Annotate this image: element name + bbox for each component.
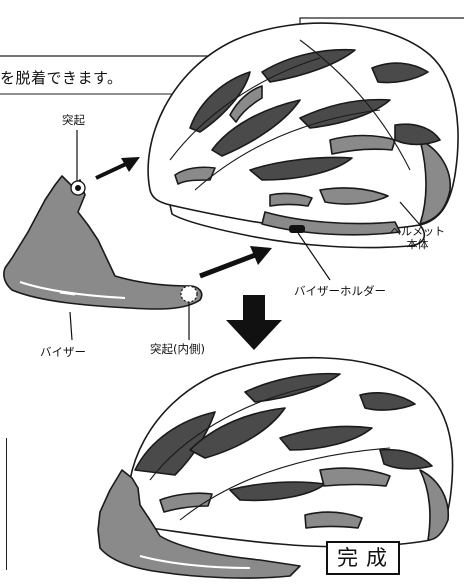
instruction-text: を脱着できます。 [0, 69, 123, 87]
leader-visor [69, 311, 73, 341]
visor-illustration [3, 175, 203, 310]
side-frame [0, 438, 7, 570]
protrusion-inner-marker [180, 285, 198, 303]
helmet-top-illustration [147, 22, 459, 249]
label-protrusion-inner: 突起(内側) [150, 342, 205, 356]
visor-holder-clip [289, 225, 305, 233]
label-protrusion: 突起 [62, 113, 85, 127]
helmet-complete-illustration [97, 356, 454, 579]
label-visor-holder: バイザーホルダー [294, 284, 386, 298]
insert-arrow-upper [95, 157, 140, 180]
complete-badge: 完成 [326, 541, 400, 575]
step-down-arrow [226, 295, 282, 350]
leader-visor-holder [297, 232, 331, 281]
label-visor: バイザー [40, 345, 86, 359]
insert-arrow-lower [199, 246, 272, 279]
label-helmet-body: ヘルメット 本体 [390, 225, 445, 251]
leader-helmet-body [399, 201, 421, 226]
